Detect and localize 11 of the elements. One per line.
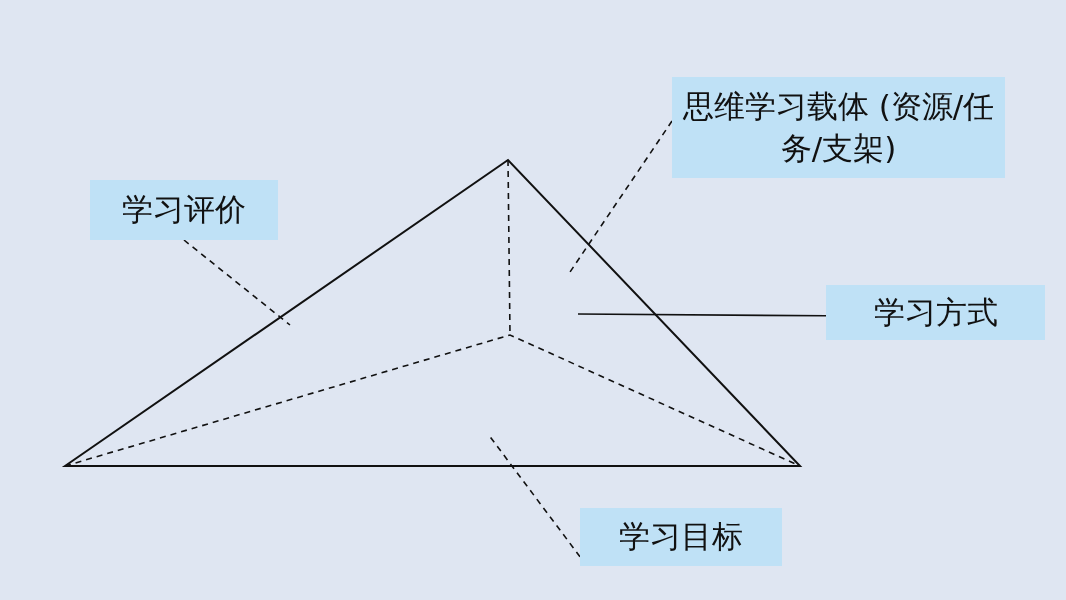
leader-line <box>183 239 291 326</box>
label-text: 学习方式 <box>873 292 998 332</box>
leader-line <box>577 313 827 317</box>
label-box <box>672 77 1005 178</box>
label-text: 学习目标 <box>619 517 743 557</box>
label-box <box>580 508 782 566</box>
label-box <box>90 180 278 240</box>
leader-line <box>569 120 673 273</box>
label-box <box>826 285 1045 340</box>
label-text: 学习评价 <box>122 190 246 230</box>
label-text: 思维学习载体 (资源/任务/支架) <box>682 86 995 168</box>
